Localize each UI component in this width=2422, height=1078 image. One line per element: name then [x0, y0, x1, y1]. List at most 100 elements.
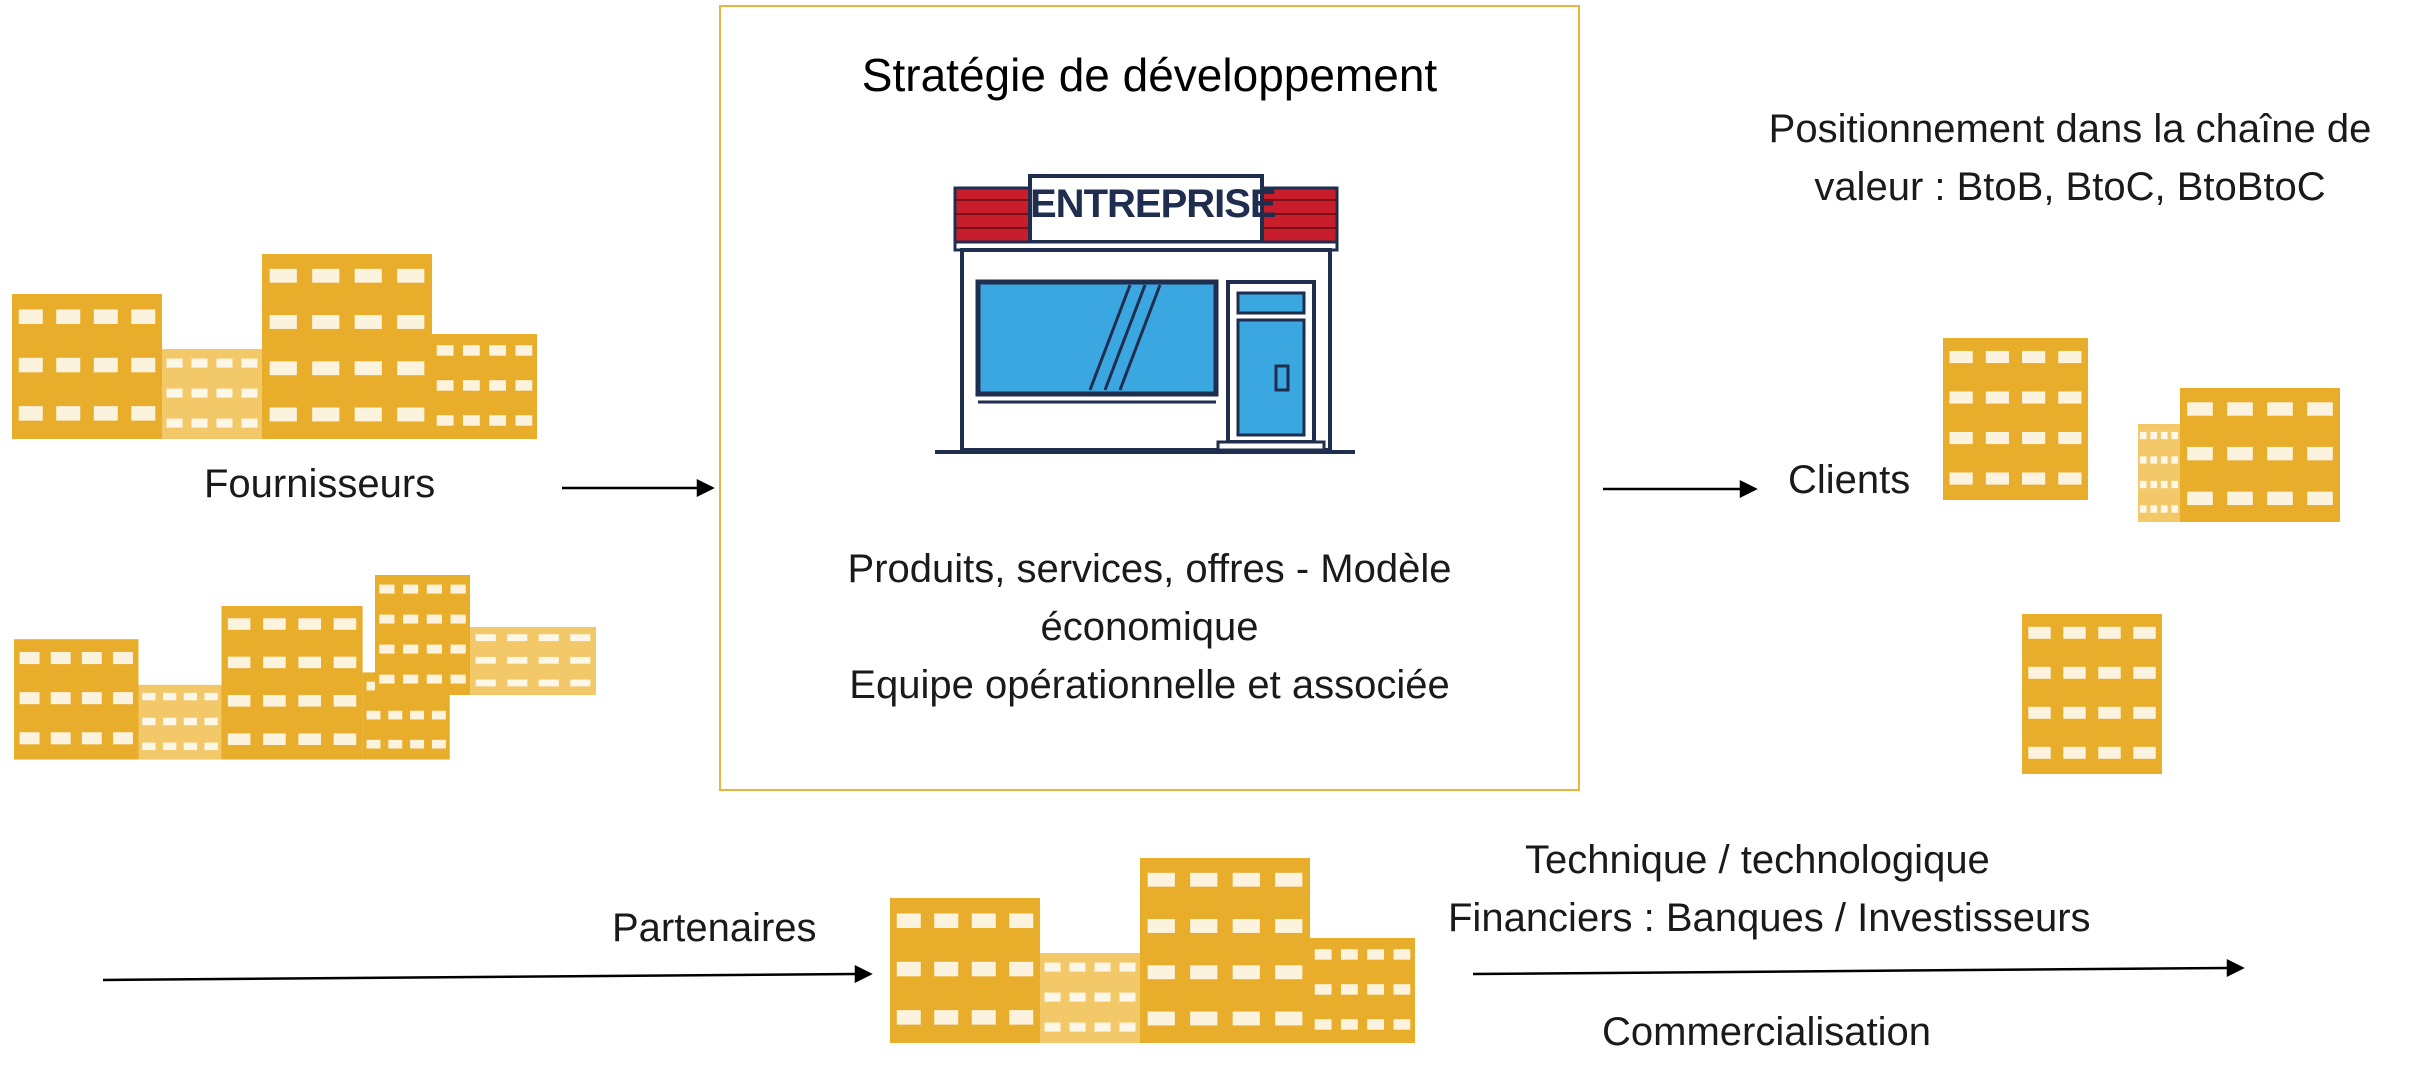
building-window [489, 380, 507, 391]
building-window [191, 358, 208, 368]
building-window [183, 717, 198, 726]
building-window [56, 357, 81, 373]
building-window [971, 1010, 996, 1025]
building-window [269, 315, 297, 329]
building-window [18, 406, 43, 421]
building-window [2150, 480, 2158, 489]
building-window [112, 692, 133, 705]
storefront-sign-text: ENTREPRISE [1030, 182, 1277, 226]
building-window [227, 733, 251, 745]
building-window [204, 717, 218, 726]
building-window [489, 345, 507, 356]
building-window [2307, 402, 2333, 416]
building-window [2267, 446, 2293, 461]
building-window [1009, 961, 1034, 977]
building-window [227, 695, 251, 707]
building-window [1985, 472, 2009, 485]
building-window [241, 388, 258, 398]
building-window [298, 695, 321, 707]
building-window [1367, 1019, 1385, 1030]
building-window [1119, 992, 1136, 1002]
building-window [1044, 992, 1061, 1002]
building-window [166, 388, 183, 398]
building-window [142, 717, 156, 726]
building-window [142, 742, 156, 751]
building-window [162, 717, 177, 726]
building-window [436, 415, 454, 426]
building-window [462, 415, 480, 426]
partners-commercial-line: Commercialisation [1602, 1010, 1931, 1054]
building-window [450, 674, 466, 684]
building-window [570, 634, 591, 642]
building-window [1340, 984, 1358, 995]
building-window [403, 674, 419, 684]
building-window [538, 634, 559, 642]
building-window [507, 656, 528, 664]
building-window [1340, 1019, 1358, 1030]
building-window [379, 644, 395, 654]
building-window [191, 388, 208, 398]
building-window [166, 358, 183, 368]
building-window [241, 418, 258, 428]
building-window [50, 652, 71, 665]
building-window [1232, 872, 1260, 887]
building-window [93, 309, 118, 324]
building-window [2227, 402, 2253, 416]
building-window [298, 733, 321, 745]
building-window [1147, 1011, 1175, 1026]
building-window [2307, 491, 2333, 506]
building-window [1275, 919, 1303, 933]
building-window [269, 407, 297, 422]
strategy-title: Stratégie de développement [861, 49, 1438, 101]
building-window [1119, 1022, 1136, 1032]
building-window [2063, 626, 2086, 639]
building-window [2171, 480, 2179, 489]
building-window [2022, 472, 2046, 485]
building-window [1985, 431, 2009, 445]
building-window [2150, 431, 2158, 440]
building-window [1147, 965, 1175, 980]
building-window [112, 652, 133, 665]
building-window [366, 739, 381, 749]
building-window [397, 315, 425, 329]
building-window [2133, 666, 2156, 679]
building-window [366, 681, 381, 691]
building-window [1119, 962, 1136, 972]
building-window [462, 345, 480, 356]
building-window [450, 614, 466, 624]
partners-tech-line: Technique / technologique [1525, 838, 1990, 882]
building-window [56, 309, 81, 324]
building-window [1314, 949, 1332, 960]
building-window [2160, 505, 2168, 513]
building-window [403, 584, 419, 594]
building-window [183, 742, 198, 751]
building-window [366, 710, 381, 720]
building-window [19, 692, 40, 705]
building-window [204, 692, 218, 701]
building-window [436, 380, 454, 391]
building-window [462, 380, 480, 391]
building-window [298, 656, 321, 669]
building-window [2139, 456, 2147, 464]
building-window [19, 652, 40, 665]
arrows [102, 478, 2245, 984]
strategy-line-3: Equipe opérationnelle et associée [849, 663, 1450, 707]
building-window [333, 618, 357, 630]
building-window [431, 710, 446, 720]
building-window [1009, 913, 1034, 928]
building-window [1949, 391, 1973, 404]
building-window [1275, 872, 1303, 887]
building-window [269, 268, 297, 283]
building-window [1985, 350, 2009, 364]
building-window [2171, 431, 2179, 440]
building-window [971, 913, 996, 928]
building-window [570, 656, 591, 664]
building-window [162, 692, 177, 701]
building-window [934, 1010, 959, 1025]
building-window [354, 315, 382, 329]
building-window [2133, 706, 2156, 719]
building-window [269, 361, 297, 376]
building-window [388, 710, 403, 720]
building-window [19, 732, 40, 745]
storefront-icon [935, 174, 1355, 454]
